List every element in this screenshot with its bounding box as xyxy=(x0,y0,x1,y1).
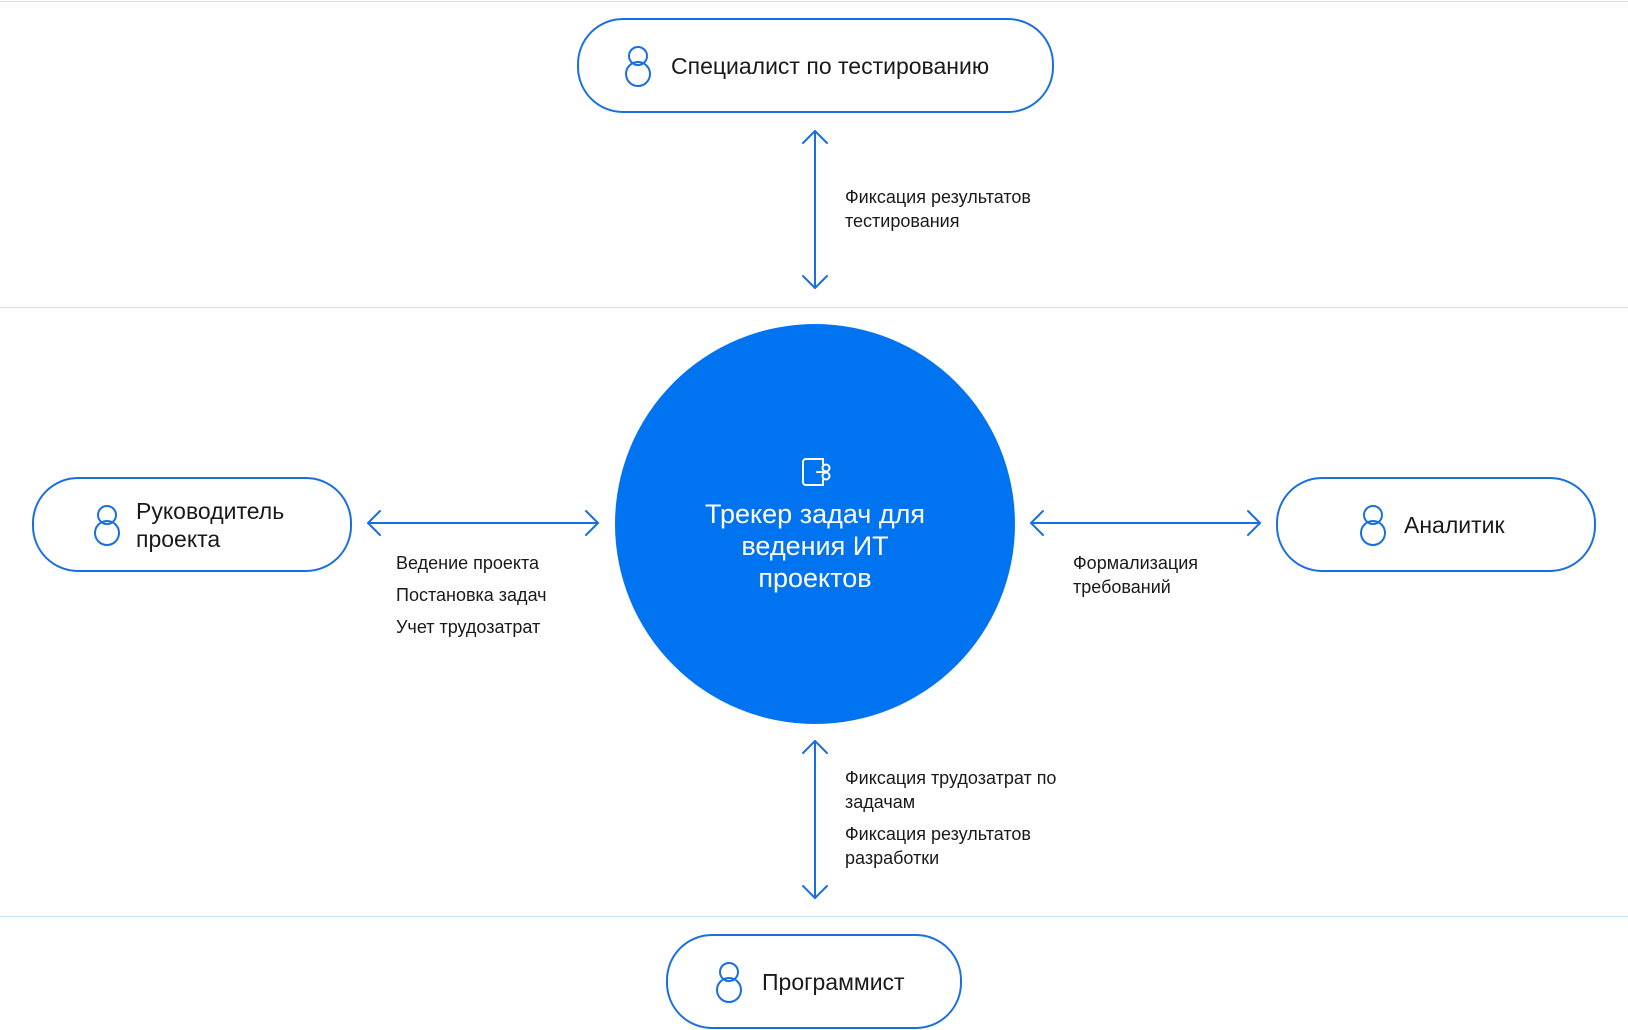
role-tester-label: Специалист по тестированию xyxy=(671,52,990,79)
note-tester: Фиксация результатов тестирования xyxy=(845,185,1075,233)
note-tester-item: Фиксация результатов тестирования xyxy=(845,187,1031,231)
tracker-icon xyxy=(802,458,831,486)
center-node: Трекер задач для ведения ИТ проектов xyxy=(615,324,1015,724)
divider-lower xyxy=(0,916,1628,917)
role-pm: Руководитель проекта xyxy=(32,477,352,572)
note-pm-item: Постановка задач xyxy=(396,585,547,605)
note-analyst-item: Формализация требований xyxy=(1073,553,1199,597)
role-analyst-label: Аналитик xyxy=(1404,511,1505,538)
role-analyst: Аналитик xyxy=(1276,477,1596,572)
note-pm-item: Ведение проекта xyxy=(396,553,540,573)
divider-top xyxy=(0,1,1628,2)
role-tester: Специалист по тестированию xyxy=(577,18,1054,113)
note-pm-item: Учет трудозатрат xyxy=(396,617,541,637)
note-analyst: Формализация требований xyxy=(1073,551,1233,599)
divider-upper xyxy=(0,307,1628,308)
role-programmer-label: Программист xyxy=(762,968,905,995)
person-icon xyxy=(625,45,651,87)
center-title: Трекер задач для ведения ИТ проектов xyxy=(705,499,925,593)
note-pm: Ведение проекта Постановка задач Учет тр… xyxy=(396,551,596,639)
role-programmer: Программист xyxy=(666,934,962,1029)
person-icon xyxy=(716,961,742,1003)
person-icon xyxy=(94,504,120,546)
note-programmer: Фиксация трудозатрат по задачам Фиксация… xyxy=(845,766,1115,870)
note-programmer-item: Фиксация результатов разработки xyxy=(845,824,1031,868)
note-programmer-item: Фиксация трудозатрат по задачам xyxy=(845,768,1057,812)
role-pm-label: Руководитель проекта xyxy=(136,497,285,552)
person-icon xyxy=(1360,504,1386,546)
